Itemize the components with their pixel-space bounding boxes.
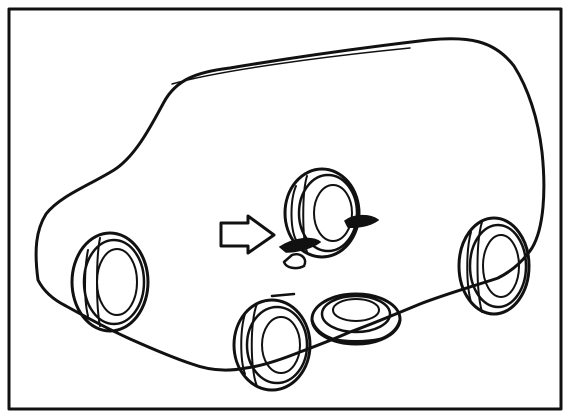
- rear-left-tire-icon: [72, 233, 148, 331]
- arrow-right-icon: [221, 216, 274, 253]
- spare-tire-icon: [280, 169, 378, 268]
- roof-detail: [172, 48, 410, 84]
- front-right-tire-icon: [459, 218, 529, 314]
- front-left-tire-icon: [234, 294, 310, 390]
